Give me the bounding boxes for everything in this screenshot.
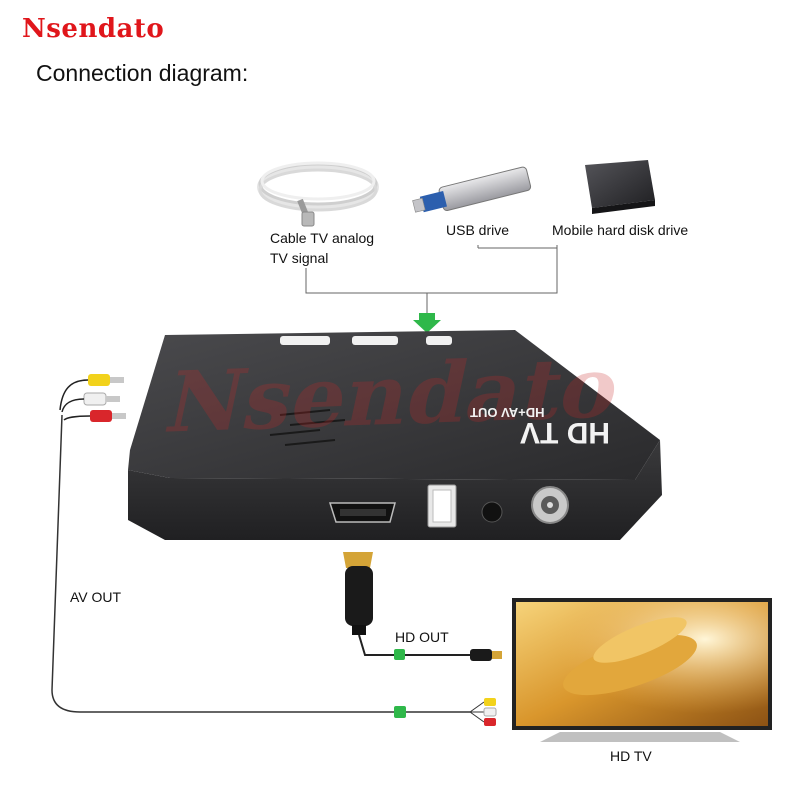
- device-label-sub: HD+AV OUT: [470, 405, 545, 420]
- cable-coil-icon: [257, 161, 379, 227]
- diagram-title: Connection diagram:: [36, 60, 249, 86]
- hdmi-cable-icon: [343, 552, 502, 661]
- label-av-out: AV OUT: [70, 589, 122, 605]
- usb-drive-icon: [412, 166, 532, 213]
- device-label-main: HD TV: [520, 416, 610, 449]
- tv-box-icon: [128, 330, 662, 540]
- label-cable-tv-line1: Cable TV analog: [270, 230, 375, 246]
- brand-logo: Nsendato: [22, 14, 165, 44]
- tv-screen-icon: [512, 598, 772, 742]
- label-hard-disk: Mobile hard disk drive: [552, 222, 689, 238]
- label-cable-tv-line2: TV signal: [270, 250, 329, 266]
- label-usb-drive: USB drive: [446, 222, 510, 238]
- label-hd-tv: HD TV: [610, 748, 652, 764]
- rca-cable-icon: [59, 374, 126, 422]
- label-hd-out: HD OUT: [395, 629, 449, 645]
- hard-disk-icon: [585, 160, 655, 214]
- down-arrow-icon: [413, 313, 441, 333]
